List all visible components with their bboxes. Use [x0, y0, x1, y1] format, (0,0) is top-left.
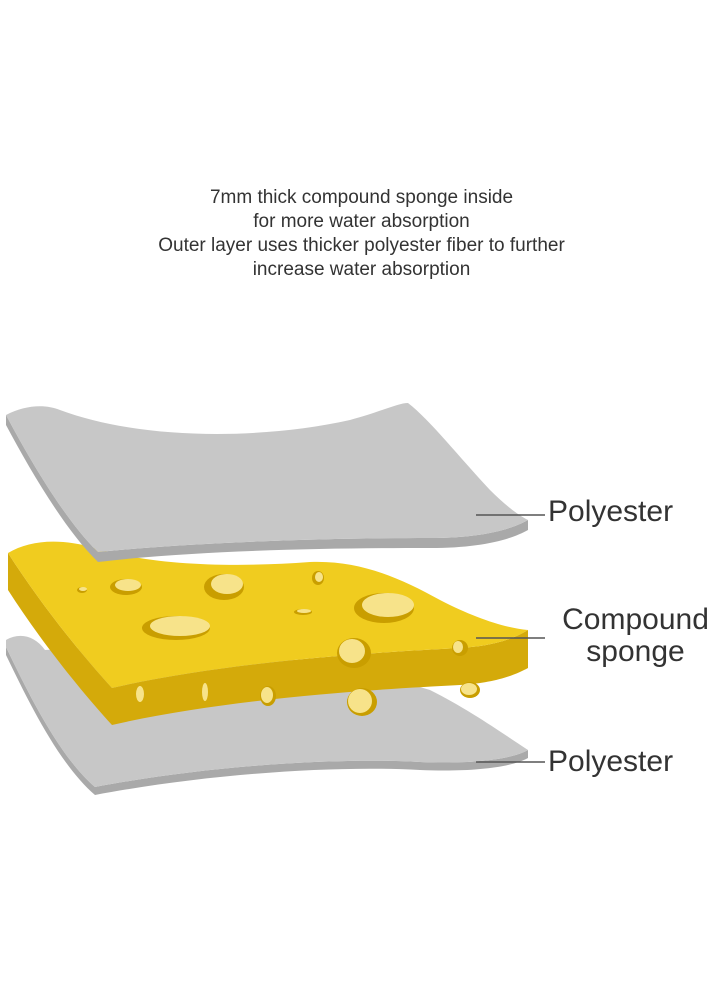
label-compound-sponge: Compound sponge [548, 604, 723, 668]
compound-sponge-layer [8, 541, 528, 725]
sponge-edge-holes [136, 682, 480, 716]
label-polyester-top: Polyester [548, 495, 674, 528]
top-polyester-face [6, 403, 528, 552]
caption-line-1: 7mm thick compound sponge inside [209, 187, 514, 208]
caption-line-4: increase water absorption [252, 259, 471, 280]
label-polyester-bottom: Polyester [548, 745, 674, 778]
caption-line-2: for more water absorption [253, 211, 470, 232]
label-compound-sponge-line1: Compound [562, 603, 709, 636]
sponge-top-holes [77, 571, 468, 668]
top-polyester-layer [6, 403, 528, 562]
sponge-top-face [8, 541, 528, 688]
description-caption: 7mm thick compound sponge inside for mor… [0, 186, 723, 282]
bottom-polyester-edge [6, 647, 528, 795]
label-compound-sponge-line2: sponge [586, 635, 685, 668]
sponge-front-edge [8, 553, 528, 725]
caption-line-3: Outer layer uses thicker polyester fiber… [158, 235, 565, 256]
